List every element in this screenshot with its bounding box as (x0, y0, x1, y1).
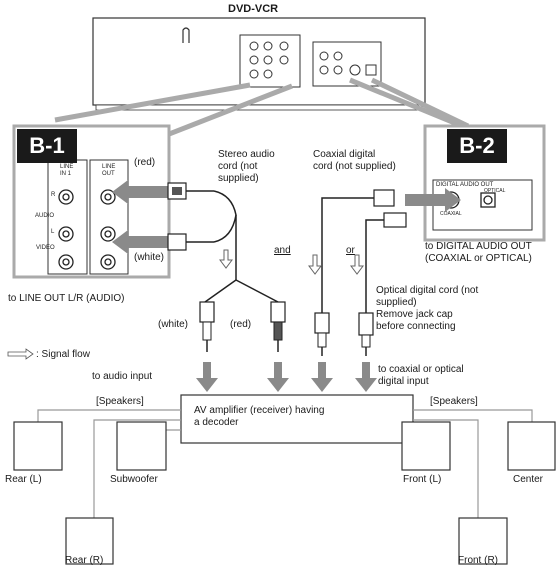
speaker-center: Center (513, 474, 544, 485)
coaxial-cord-label: Coaxial digital cord (not supplied) (313, 149, 396, 172)
speaker-front-r: Front (R) (458, 555, 498, 566)
line-out-label: LINE OUT (102, 164, 116, 177)
dvd-vcr-unit (92, 17, 426, 111)
video-label: VIDEO (36, 245, 55, 251)
speakers-left-label: [Speakers] (96, 396, 144, 407)
red-plug-label-top: (red) (134, 157, 156, 168)
b2-caption: to DIGITAL AUDIO OUT (COAXIAL or OPTICAL… (425, 241, 532, 264)
panel-arrows (112, 180, 461, 254)
digital-input-label: to coaxial or optical digital input (378, 364, 464, 387)
l-jack-label: L (51, 229, 55, 235)
audio-input-label: to audio input (92, 371, 153, 382)
signal-flow-arrows (219, 249, 364, 275)
red-plug-label-bottom: (red) (230, 319, 252, 330)
stereo-audio-cord (167, 182, 286, 352)
optical-digital-cord (358, 212, 407, 356)
white-plug-label-bottom: (white) (158, 319, 189, 330)
rear-jacks-left (249, 41, 289, 79)
coaxial-jack-label: COAXIAL (440, 211, 462, 217)
stereo-cord-label: Stereo audio cord (not supplied) (218, 149, 275, 184)
optical-cord-label: Optical digital cord (not supplied) Remo… (376, 285, 479, 332)
white-plug-label-top: (white) (134, 252, 165, 263)
speaker-subwoofer: Subwoofer (110, 474, 158, 485)
and-label: and (274, 245, 291, 256)
device-title: DVD-VCR (228, 3, 279, 15)
speaker-rear-l: Rear (L) (5, 474, 42, 485)
audio-label: AUDIO (35, 213, 55, 219)
speaker-front-l: Front (L) (403, 474, 442, 485)
amplifier-label: AV amplifier (receiver) having a decoder (194, 405, 325, 428)
line-in-label: LINE IN 1 (60, 164, 74, 177)
signal-flow-legend-icon (7, 348, 34, 360)
b1-caption: to LINE OUT L/R (AUDIO) (8, 293, 125, 304)
r-jack-label: R (51, 192, 56, 198)
signal-flow-legend: : Signal flow (36, 349, 90, 360)
zoom-guides (54, 77, 470, 157)
b1-panel (12, 124, 171, 279)
speakers-right-label: [Speakers] (430, 396, 478, 407)
b2-badge: B-2 (447, 129, 507, 163)
optical-jack-label: OPTICAL (484, 188, 506, 194)
speaker-rear-r: Rear (R) (65, 555, 104, 566)
amplifier-box (180, 394, 414, 444)
speaker-boxes (13, 421, 556, 565)
or-label: or (346, 245, 355, 256)
digital-audio-out-header: DIGITAL AUDIO OUT (436, 182, 494, 188)
b1-badge: B-1 (17, 129, 77, 163)
rear-jacks-right (319, 51, 377, 76)
input-arrows (196, 362, 377, 392)
coaxial-digital-cord (314, 189, 395, 356)
